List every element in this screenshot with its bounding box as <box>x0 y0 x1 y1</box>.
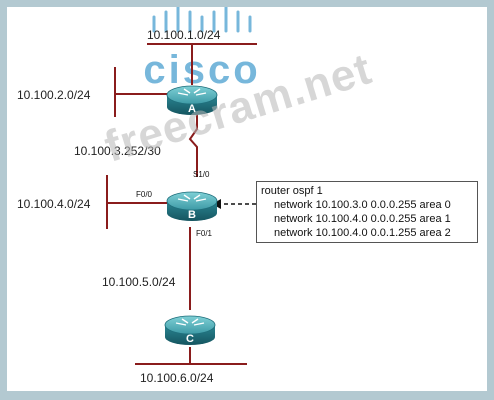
config-arrow <box>212 199 256 209</box>
network-label-b-left: 10.100.4.0/24 <box>17 197 91 211</box>
interface-label-f0-0: F0/0 <box>136 190 153 199</box>
router-c-label: C <box>186 333 194 345</box>
network-diagram: cisco <box>106 7 260 365</box>
router-arrows-icon <box>177 194 207 202</box>
ospf-config-box: router ospf 1 network 10.100.3.0 0.0.0.2… <box>256 181 478 243</box>
cisco-logo: cisco <box>143 7 260 92</box>
router-c: C <box>164 315 216 345</box>
router-b-label: B <box>188 209 196 221</box>
diagram-frame: cisco <box>7 7 487 391</box>
router-arrows-icon <box>177 88 207 96</box>
router-a-label: A <box>188 103 196 115</box>
network-label-a-left: 10.100.2.0/24 <box>17 88 91 102</box>
network-label-bottom: 10.100.6.0/24 <box>140 371 214 385</box>
serial-link <box>188 109 198 177</box>
network-label-b-c: 10.100.5.0/24 <box>102 275 176 289</box>
config-line-network-area0: network 10.100.3.0 0.0.0.255 area 0 <box>274 199 451 211</box>
interface-label-f0-1: F0/1 <box>196 229 213 238</box>
config-line-router: router ospf 1 <box>261 185 323 197</box>
network-label-top: 10.100.1.0/24 <box>147 28 221 42</box>
router-b: B <box>166 191 218 221</box>
interface-label-s1-0: S1/0 <box>193 170 210 179</box>
logo-wordmark: cisco <box>143 48 260 92</box>
router-arrows-icon <box>175 318 205 326</box>
config-line-network-area1: network 10.100.4.0 0.0.0.255 area 1 <box>274 213 451 225</box>
router-a: A <box>166 85 218 115</box>
network-label-serial: 10.100.3.252/30 <box>74 144 161 158</box>
config-line-network-area2: network 10.100.4.0 0.0.1.255 area 2 <box>274 227 451 239</box>
